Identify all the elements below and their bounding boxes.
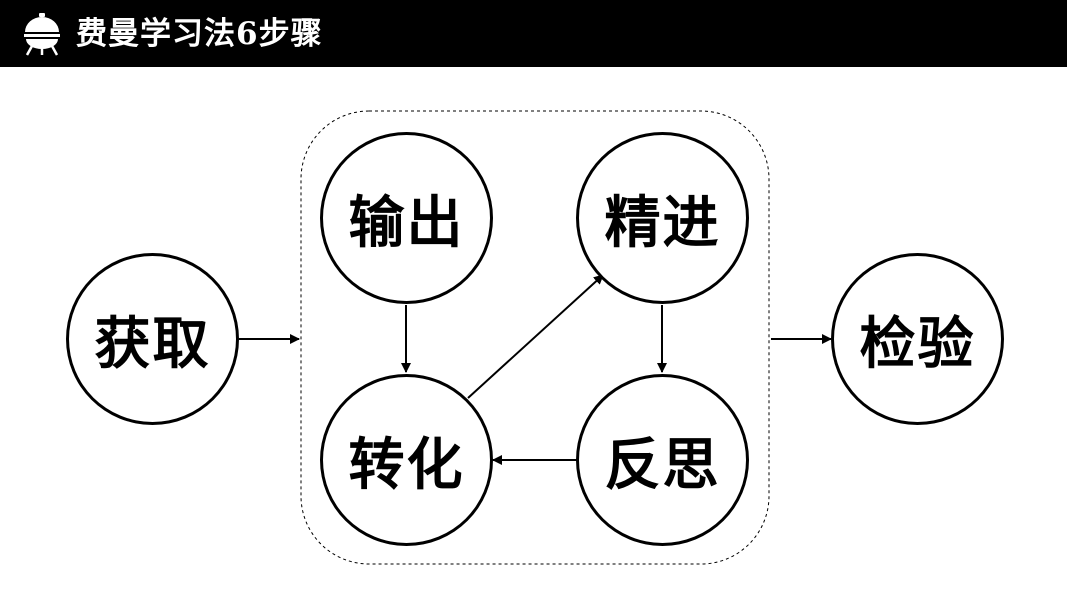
node-reflect: 反思 (576, 374, 749, 546)
grill-icon (24, 13, 60, 56)
node-acquire: 获取 (66, 253, 239, 425)
node-transform: 转化 (320, 374, 493, 546)
node-verify: 检验 (831, 253, 1004, 425)
node-verify-label: 检验 (859, 310, 976, 377)
node-acquire-label: 获取 (94, 310, 211, 377)
node-refine-label: 精进 (604, 189, 721, 256)
node-reflect-label: 反思 (604, 431, 721, 498)
node-output: 输出 (320, 132, 493, 304)
arrow-transform-to-refine (467, 274, 604, 399)
page-title: 费曼学习法6步骤 (76, 16, 323, 52)
header-bar: 费曼学习法6步骤 (0, 0, 1067, 67)
node-transform-label: 转化 (348, 431, 465, 498)
node-refine: 精进 (576, 132, 749, 304)
cycle-group-frame (300, 110, 770, 565)
node-output-label: 输出 (348, 189, 465, 256)
